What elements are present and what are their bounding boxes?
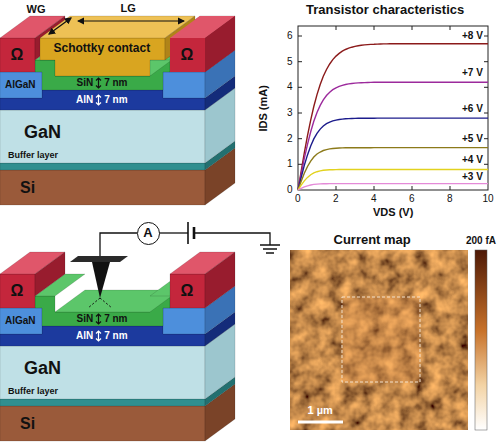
iv-curves xyxy=(298,44,488,190)
tick-label: 0 xyxy=(287,184,293,196)
ohmic-contact: Ω xyxy=(9,46,26,64)
circuit-wire xyxy=(100,222,270,256)
scale-label: 1 µm xyxy=(308,404,333,417)
channel-layer: GaN xyxy=(22,122,63,143)
tick-label: 2 xyxy=(333,193,339,205)
layer-label: Ω xyxy=(11,46,24,63)
tick-label: 6 xyxy=(287,30,293,42)
iv-curve xyxy=(298,184,488,190)
scanned-square xyxy=(342,297,420,382)
layer-label: AlGaN xyxy=(5,315,36,326)
curve-label: +6 V xyxy=(461,103,484,115)
layer-label: SiN xyxy=(77,77,94,89)
layer-label: GaN xyxy=(24,358,61,378)
layer-label: AlN xyxy=(76,330,93,342)
scale-bar xyxy=(298,421,343,424)
barrier-layer: AlGaN xyxy=(3,315,38,327)
spacer-layer: AlN 7 nm xyxy=(74,330,130,342)
layer-label: Ω xyxy=(11,282,24,299)
tick-label: 4 xyxy=(371,193,377,205)
spacer-layer: AlN 7 nm xyxy=(74,94,130,106)
tick-label: 1 xyxy=(287,158,293,170)
ground-symbol xyxy=(260,245,280,253)
layer-label: SiN xyxy=(77,313,94,325)
layer-label: AlN xyxy=(76,94,93,106)
passivation-layer: SiN 7 nm xyxy=(75,313,130,325)
substrate-layer: Si xyxy=(18,415,37,433)
curve-label: +8 V xyxy=(461,30,484,42)
layer-label: AlGaN xyxy=(5,79,36,90)
curve-label: +4 V xyxy=(461,154,484,166)
layer-label: Buffer layer xyxy=(8,386,58,396)
ohmic-contact: Ω xyxy=(179,46,196,64)
thickness-arrow xyxy=(95,313,102,325)
layer-label: Buffer layer xyxy=(8,150,58,160)
map-title: Current map xyxy=(334,233,411,248)
color-bar xyxy=(475,250,487,430)
dimension-label: LG xyxy=(121,2,136,15)
curve-label: +3 V xyxy=(461,171,484,183)
layer-label: Ω xyxy=(181,46,194,63)
layer-label: 7 nm xyxy=(104,313,127,325)
afm-tip xyxy=(70,256,128,308)
tick-label: 0 xyxy=(295,193,301,205)
axis-title: VDS (V) xyxy=(373,206,413,219)
tick-label: 4 xyxy=(287,81,293,93)
layer-label: 7 nm xyxy=(104,77,127,89)
layer-label: A xyxy=(143,226,152,241)
layer-label: Si xyxy=(20,179,35,196)
thickness-arrow xyxy=(95,77,102,89)
layer-label: Si xyxy=(20,415,35,432)
length-arrow xyxy=(78,20,184,21)
layer-label: 7 nm xyxy=(104,94,127,106)
curve-label: +5 V xyxy=(461,133,484,145)
iv-curve xyxy=(298,148,488,190)
layer-label: Ω xyxy=(181,282,194,299)
colorbar-label: 200 fA xyxy=(466,235,496,247)
tick-label: 2 xyxy=(287,133,293,145)
layer-label: 7 nm xyxy=(104,330,127,342)
tick-label: 10 xyxy=(483,193,494,205)
ohmic-contact xyxy=(170,16,235,72)
afm-map xyxy=(290,250,468,430)
tick-label: 5 xyxy=(287,56,293,68)
iv-curve xyxy=(298,44,488,190)
substrate-layer: Si xyxy=(18,179,37,197)
buffer-layer: Buffer layer xyxy=(6,386,60,396)
barrier-layer: AlGaN xyxy=(3,79,38,91)
layer-label: Schottky contact xyxy=(54,41,151,55)
hemt-stack xyxy=(0,16,235,205)
ohmic-contact: Ω xyxy=(179,282,196,300)
axis-title: IDS (mA) xyxy=(257,85,270,131)
tick-label: 6 xyxy=(409,193,415,205)
dashed-outline xyxy=(342,297,420,382)
iv-curve xyxy=(298,118,488,190)
buffer-layer: Buffer layer xyxy=(6,150,60,160)
chart-title: Transistor characteristics xyxy=(306,3,464,18)
width-arrow xyxy=(49,18,71,34)
passivation-layer: SiN 7 nm xyxy=(75,77,130,89)
channel-layer: GaN xyxy=(22,358,63,379)
chart-frame xyxy=(298,26,488,190)
gate-contact: Schottky contact xyxy=(52,42,153,56)
iv-curve xyxy=(298,170,488,191)
tick-label: 8 xyxy=(447,193,453,205)
hemt-stack xyxy=(0,252,235,441)
tick-label: 3 xyxy=(287,107,293,119)
ohmic-contact: Ω xyxy=(9,282,26,300)
dimension-label: WG xyxy=(27,3,46,16)
curve-label: +7 V xyxy=(461,67,484,79)
ammeter-symbol: A xyxy=(137,222,160,245)
thickness-arrow xyxy=(95,94,102,106)
thickness-arrow xyxy=(95,330,102,342)
iv-curve xyxy=(298,82,488,190)
layer-label: GaN xyxy=(24,122,61,142)
